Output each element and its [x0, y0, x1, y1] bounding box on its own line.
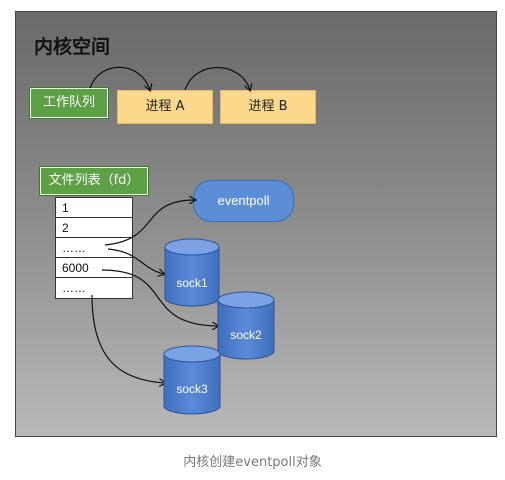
figure-caption: 内核创建eventpoll对象	[183, 455, 322, 470]
fd-row: 6000	[56, 258, 132, 278]
fd-row: ……	[56, 238, 132, 258]
fd-row: 2	[56, 218, 132, 238]
eventpoll-object: eventpoll	[193, 180, 294, 222]
sock2-label: sock2	[230, 328, 262, 342]
sock3-label: sock3	[176, 382, 208, 396]
fd-row: 1	[56, 198, 132, 218]
fd-to-sock2-arrow	[101, 269, 218, 326]
queue-arrow-1	[89, 66, 150, 90]
kernel-space-title: 内核空间	[34, 36, 111, 58]
file-list-table: 1 2 …… 6000 ……	[55, 197, 133, 299]
sock3-cylinder: sock3	[163, 345, 221, 415]
sock2-cylinder: sock2	[217, 291, 275, 360]
work-queue-box: 工作队列	[30, 88, 108, 118]
fd-to-sock3-arrow	[91, 294, 165, 383]
sock1-cylinder: sock1	[164, 238, 220, 307]
queue-arrow-2	[184, 67, 250, 91]
fd-row: ……	[62, 281, 86, 295]
fd-to-sock1-arrow	[107, 248, 164, 274]
sock1-label: sock1	[176, 276, 208, 290]
file-list-label: 文件列表（fd）	[40, 167, 148, 195]
process-a-box: 进程 A	[117, 90, 213, 124]
fd-to-eventpoll-arrow	[104, 200, 195, 246]
process-b-box: 进程 B	[220, 90, 316, 124]
